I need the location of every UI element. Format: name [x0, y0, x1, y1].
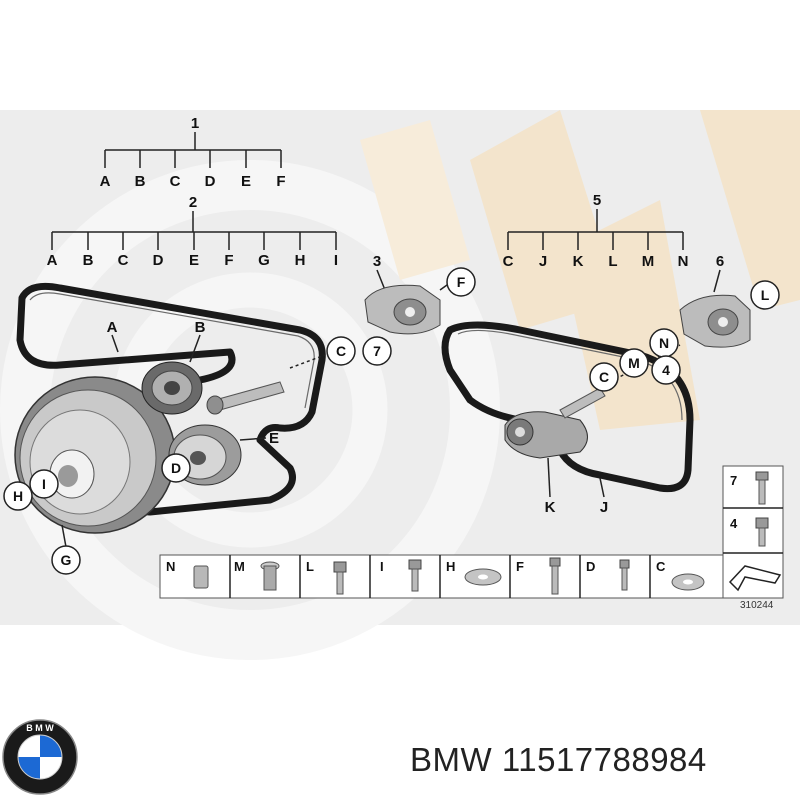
socket-screw-icon [755, 517, 769, 547]
side-legend: 7 4 [722, 465, 784, 599]
hex-bolt-icon [408, 559, 422, 592]
group-1-item-d: D [205, 173, 216, 190]
left-callout-7: 7 [373, 343, 381, 359]
group-2-item-d: D [153, 252, 164, 269]
legend-n: N [166, 559, 175, 574]
long-bolt-icon [549, 557, 561, 595]
small-bolt-icon [619, 559, 630, 591]
legend-i: I [380, 559, 384, 574]
legend-h: H [446, 559, 455, 574]
group-2-item-f: F [224, 252, 233, 269]
group-2-label: 2 [189, 194, 197, 211]
group-2-tree: 2 A B C D E F G H I [47, 194, 339, 269]
direction-arrow-icon [728, 565, 782, 592]
part-3-tensioner: 3 [364, 253, 448, 335]
left-callout-a: A [107, 319, 118, 336]
group-1-item-c: C [170, 173, 181, 190]
flange-bolt-icon [755, 471, 769, 505]
left-callout-d: D [171, 460, 181, 476]
right-callout-4: 4 [662, 362, 670, 378]
group-2-item-g: G [258, 252, 270, 269]
group-5-label: 5 [593, 192, 601, 209]
legend-c: C [656, 559, 666, 574]
group-5-item-j: J [539, 253, 547, 270]
legend-m: M [234, 559, 245, 574]
part-caption: BMW 11517788984 [410, 741, 707, 779]
part-6-tensioner: 6 [679, 253, 751, 348]
bushing-icon [260, 561, 280, 591]
group-1-item-a: A [100, 173, 111, 190]
group-2-item-a: A [47, 252, 58, 269]
left-callout-f: F [457, 274, 466, 290]
part-6-label: 6 [716, 253, 724, 270]
group-5-item-c: C [503, 253, 514, 270]
caption-part-number: 11517788984 [501, 741, 707, 778]
idler-pulley [141, 361, 203, 415]
left-drive-belt [16, 282, 326, 516]
group-5-item-k: K [573, 253, 584, 270]
legend-d: D [586, 559, 595, 574]
right-callout-m: M [628, 355, 640, 371]
left-callout-g: G [61, 552, 72, 568]
washer-icon [464, 568, 502, 586]
part-3-label: 3 [373, 253, 381, 270]
callout-circles-right: L N M 4 C [589, 280, 780, 392]
right-callout-c: C [599, 369, 609, 385]
right-callout-j: J [600, 499, 608, 516]
left-callout-e: E [269, 430, 279, 447]
group-5-tree: 5 C J K L M N [503, 192, 689, 270]
group-1-item-b: B [135, 173, 146, 190]
group-5-item-l: L [608, 253, 617, 270]
group-2-item-c: C [118, 252, 129, 269]
group-2-item-i: I [334, 252, 338, 269]
caption-brand: BMW [410, 741, 493, 778]
bmw-logo: B M W [2, 719, 78, 795]
side-legend-4: 4 [730, 516, 738, 531]
side-legend-7: 7 [730, 473, 737, 488]
group-5-item-m: M [642, 253, 655, 270]
right-callout-n: N [659, 335, 669, 351]
group-1-item-f: F [276, 173, 285, 190]
group-1-label: 1 [191, 115, 199, 132]
left-callout-c: C [336, 343, 346, 359]
group-1-item-e: E [241, 173, 251, 190]
group-2-item-e: E [189, 252, 199, 269]
right-callout-k: K [545, 499, 556, 516]
group-5-item-n: N [678, 253, 689, 270]
socket-bolt-icon [333, 561, 347, 595]
logo-lettering: B M W [26, 723, 54, 733]
group-1-tree: 1 A B C D E F [100, 115, 286, 190]
group-2-item-b: B [83, 252, 94, 269]
left-callout-h: H [13, 488, 23, 504]
callout-circles-left: D I H G C 7 F [3, 267, 476, 575]
right-tensioner [504, 387, 606, 459]
group-2-item-h: H [295, 252, 306, 269]
sleeve-icon [193, 565, 209, 589]
tensioner-bolt [206, 381, 285, 415]
left-callout-i: I [42, 476, 46, 492]
right-callout-l: L [761, 287, 770, 303]
legend-l: L [306, 559, 314, 574]
parts-legend: N M L I H F D C [159, 554, 724, 599]
right-belt-assembly: K J [441, 321, 694, 516]
flat-washer-icon [671, 573, 705, 591]
diagram-number: 310244 [740, 600, 774, 611]
right-drive-belt [441, 321, 694, 493]
left-callout-b: B [195, 319, 206, 336]
legend-f: F [516, 559, 524, 574]
